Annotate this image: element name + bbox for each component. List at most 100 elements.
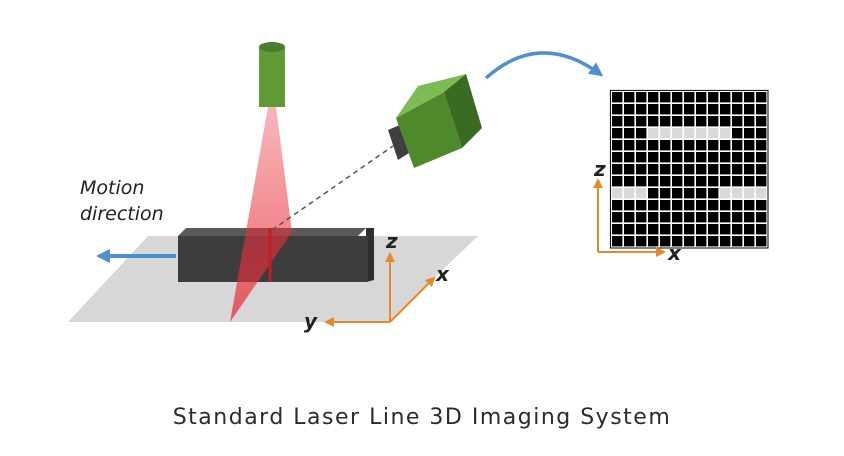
sensor-pixel — [744, 128, 755, 139]
sensor-pixel — [696, 116, 707, 127]
sensor-pixel — [660, 212, 671, 223]
sensor-pixel — [612, 200, 623, 211]
sensor-pixel — [696, 92, 707, 103]
laser-sheet — [230, 107, 292, 322]
axis-x-arrow — [389, 276, 436, 323]
sensor-pixel-lit — [648, 128, 659, 139]
sensor-pixel-lit — [636, 188, 647, 199]
sensor-pixel — [756, 92, 767, 103]
sensor-pixel — [744, 140, 755, 151]
sensor-pixel — [720, 152, 731, 163]
sensor-pixel — [624, 224, 635, 235]
sensor-pixel — [684, 224, 695, 235]
sensor-pixel — [672, 200, 683, 211]
sensor-pixel — [696, 212, 707, 223]
sensor-pixel — [744, 236, 755, 247]
sensor-pixel — [648, 224, 659, 235]
sensor-pixel — [756, 236, 767, 247]
sensor-pixel — [660, 140, 671, 151]
sensor-pixel — [672, 164, 683, 175]
sensor-pixel — [672, 236, 683, 247]
sensor-pixel-lit — [660, 128, 671, 139]
sensor-pixel — [696, 152, 707, 163]
sensor-pixel — [708, 164, 719, 175]
sensor-pixel-lit — [720, 188, 731, 199]
sensor-pixel — [612, 104, 623, 115]
sensor-pixel-lit — [672, 128, 683, 139]
sensor-pixel — [732, 236, 743, 247]
sensor-pixel — [660, 152, 671, 163]
sensor-pixel — [696, 224, 707, 235]
camera-view-line — [271, 145, 394, 231]
sensor-pixel — [756, 140, 767, 151]
sensor-pixel — [684, 176, 695, 187]
sensor-pixel — [648, 176, 659, 187]
sensor-pixel — [720, 92, 731, 103]
sensor-pixel — [708, 188, 719, 199]
sensor-pixel — [696, 236, 707, 247]
sensor-pixel — [672, 116, 683, 127]
sensor-pixel — [696, 188, 707, 199]
sensor-pixel — [744, 224, 755, 235]
sensor-pixel — [624, 212, 635, 223]
sensor-pixel — [744, 200, 755, 211]
sensor-pixel — [732, 116, 743, 127]
sensor-pixel — [612, 212, 623, 223]
sensor-pixel — [672, 140, 683, 151]
sensor-pixel — [612, 92, 623, 103]
sensor-pixel — [684, 92, 695, 103]
sensor-pixel — [744, 92, 755, 103]
sensor-pixel-lit — [720, 128, 731, 139]
sensor-pixel — [660, 104, 671, 115]
sensor-pixel — [624, 152, 635, 163]
sensor-pixel — [624, 92, 635, 103]
sensor-pixel-lit — [696, 128, 707, 139]
sensor-pixel — [708, 140, 719, 151]
sensor-pixel — [672, 92, 683, 103]
sensor-image-grid — [609, 89, 769, 249]
sensor-pixel — [648, 152, 659, 163]
sensor-pixel — [720, 236, 731, 247]
sensor-pixel — [744, 212, 755, 223]
sensor-pixel — [708, 236, 719, 247]
camera-top-face — [396, 74, 466, 118]
sensor-pixel-lit — [624, 188, 635, 199]
sensor-pixel — [720, 200, 731, 211]
sensor-pixel — [636, 152, 647, 163]
sensor-pixel — [612, 236, 623, 247]
sensor-pixel — [684, 200, 695, 211]
image-axis-x-label: x — [667, 241, 682, 265]
sensor-pixel — [732, 152, 743, 163]
sensor-pixel — [660, 164, 671, 175]
sensor-pixel — [732, 164, 743, 175]
sensor-pixel — [636, 140, 647, 151]
sensor-pixel — [708, 116, 719, 127]
motion-label-line1: Motion — [80, 177, 144, 199]
sensor-pixel — [720, 176, 731, 187]
sensor-pixel — [636, 164, 647, 175]
sensor-pixel-lit — [708, 128, 719, 139]
sensor-pixel — [636, 176, 647, 187]
sensor-pixel-lit — [684, 128, 695, 139]
sensor-pixel — [612, 176, 623, 187]
sensor-pixel — [756, 152, 767, 163]
sensor-pixel — [744, 116, 755, 127]
motion-label-line2: direction — [80, 203, 164, 225]
sensor-pixel — [696, 176, 707, 187]
sensor-pixel — [684, 152, 695, 163]
sensor-pixel — [708, 224, 719, 235]
sensor-pixel — [732, 140, 743, 151]
sensor-pixel — [624, 104, 635, 115]
sensor-pixel — [696, 140, 707, 151]
sensor-pixel-lit — [756, 188, 767, 199]
sensor-pixel — [624, 200, 635, 211]
sensor-pixel — [756, 104, 767, 115]
sensor-pixel — [756, 128, 767, 139]
sensor-pixel — [672, 224, 683, 235]
transfer-arrow — [484, 51, 604, 80]
sensor-pixel — [648, 200, 659, 211]
sensor-pixel — [744, 104, 755, 115]
sensor-pixel — [648, 188, 659, 199]
